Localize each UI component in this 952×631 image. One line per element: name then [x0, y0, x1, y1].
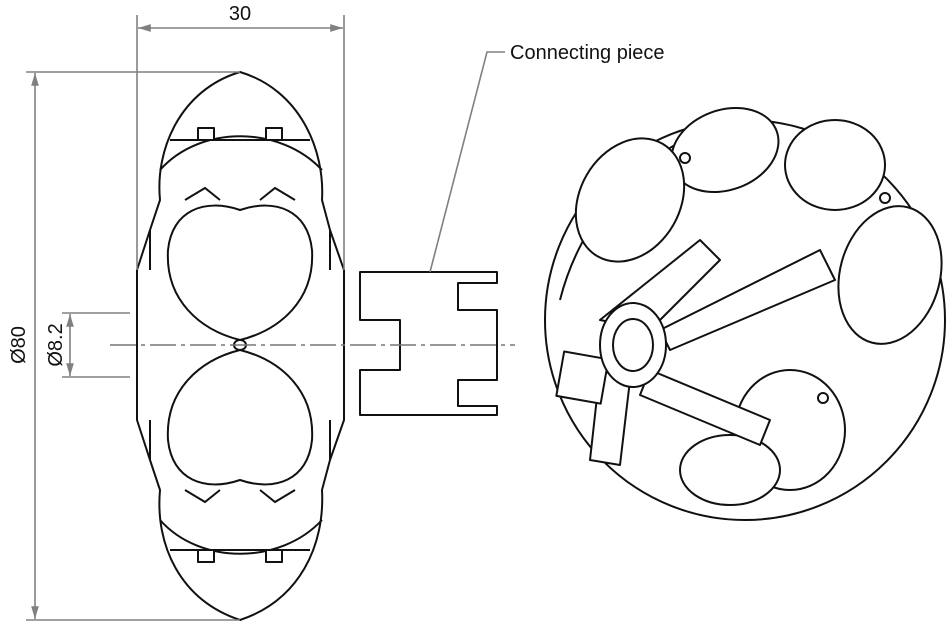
- connecting-piece-label: Connecting piece: [510, 42, 665, 64]
- width-dimension-label: 30: [229, 3, 251, 25]
- bore-diameter-dimension: [62, 312, 130, 378]
- outer-diameter-dimension: [26, 71, 240, 621]
- width-dimension: [136, 15, 345, 270]
- connecting-piece-drawing: [359, 271, 498, 416]
- outer-diameter-label: Ø80: [8, 326, 30, 364]
- connecting-piece-leader: [429, 51, 505, 273]
- bore-diameter-label: Ø8.2: [45, 323, 67, 366]
- wheel-side-view: [136, 71, 345, 621]
- wheel-iso-view: [544, 106, 946, 521]
